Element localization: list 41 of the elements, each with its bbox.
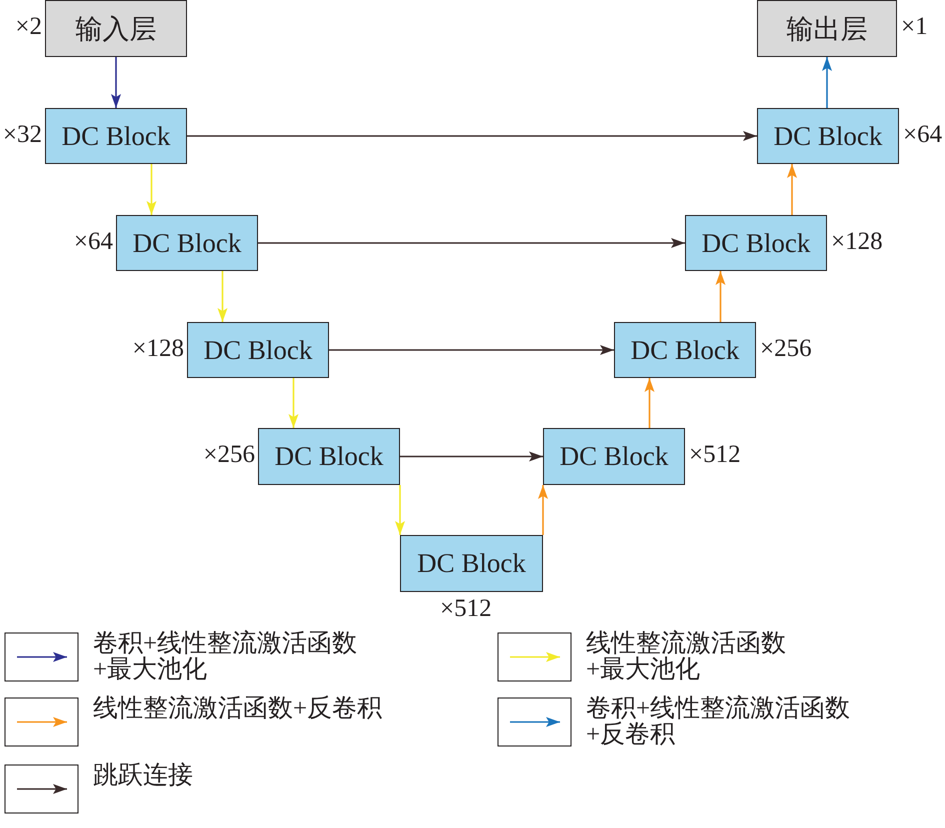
arrow bbox=[644, 378, 654, 428]
multiplier-label: ×2 bbox=[15, 12, 42, 42]
block-box: DC Block bbox=[116, 215, 258, 271]
input-box: 输入层 bbox=[45, 0, 187, 57]
arrow bbox=[288, 378, 298, 428]
legend-text: 卷积+线性整流激活函数+最大池化 bbox=[93, 631, 358, 683]
block-box: DC Block bbox=[400, 535, 543, 592]
arrow bbox=[258, 238, 685, 248]
legend-text: 跳跃连接 bbox=[93, 763, 194, 789]
multiplier-label: ×64 bbox=[74, 227, 113, 257]
arrow bbox=[329, 345, 614, 355]
arrow bbox=[400, 452, 543, 462]
output-box: 输出层 bbox=[757, 0, 897, 57]
arrow bbox=[146, 164, 156, 215]
arrow bbox=[218, 271, 228, 322]
arrow bbox=[822, 57, 832, 108]
multiplier-label: ×512 bbox=[689, 440, 741, 470]
block-box: DC Block bbox=[45, 108, 187, 164]
multiplier-label: ×128 bbox=[831, 227, 883, 257]
multiplier-label: ×128 bbox=[132, 334, 184, 364]
multiplier-label: ×256 bbox=[760, 334, 812, 364]
block-box: DC Block bbox=[685, 215, 827, 271]
block-box: DC Block bbox=[614, 322, 756, 378]
block-box: DC Block bbox=[187, 322, 329, 378]
arrow bbox=[395, 485, 405, 535]
legend-text: 卷积+线性整流激活函数+反卷积 bbox=[586, 696, 852, 748]
multiplier-label: ×32 bbox=[2, 120, 42, 150]
block-box: DC Block bbox=[543, 428, 685, 485]
arrow bbox=[787, 164, 797, 215]
multiplier-label: ×64 bbox=[903, 120, 942, 150]
legend-text: 线性整流激活函数+最大池化 bbox=[586, 631, 787, 683]
multiplier-label: ×256 bbox=[203, 440, 255, 470]
multiplier-label: ×1 bbox=[901, 12, 928, 42]
arrow bbox=[538, 485, 548, 535]
block-box: DC Block bbox=[258, 428, 400, 485]
arrow bbox=[111, 57, 121, 108]
block-box: DC Block bbox=[757, 108, 899, 164]
arrow bbox=[716, 271, 726, 322]
multiplier-label: ×512 bbox=[440, 594, 492, 624]
arrow bbox=[187, 131, 757, 141]
legend-text: 线性整流激活函数+反卷积 bbox=[93, 696, 384, 722]
